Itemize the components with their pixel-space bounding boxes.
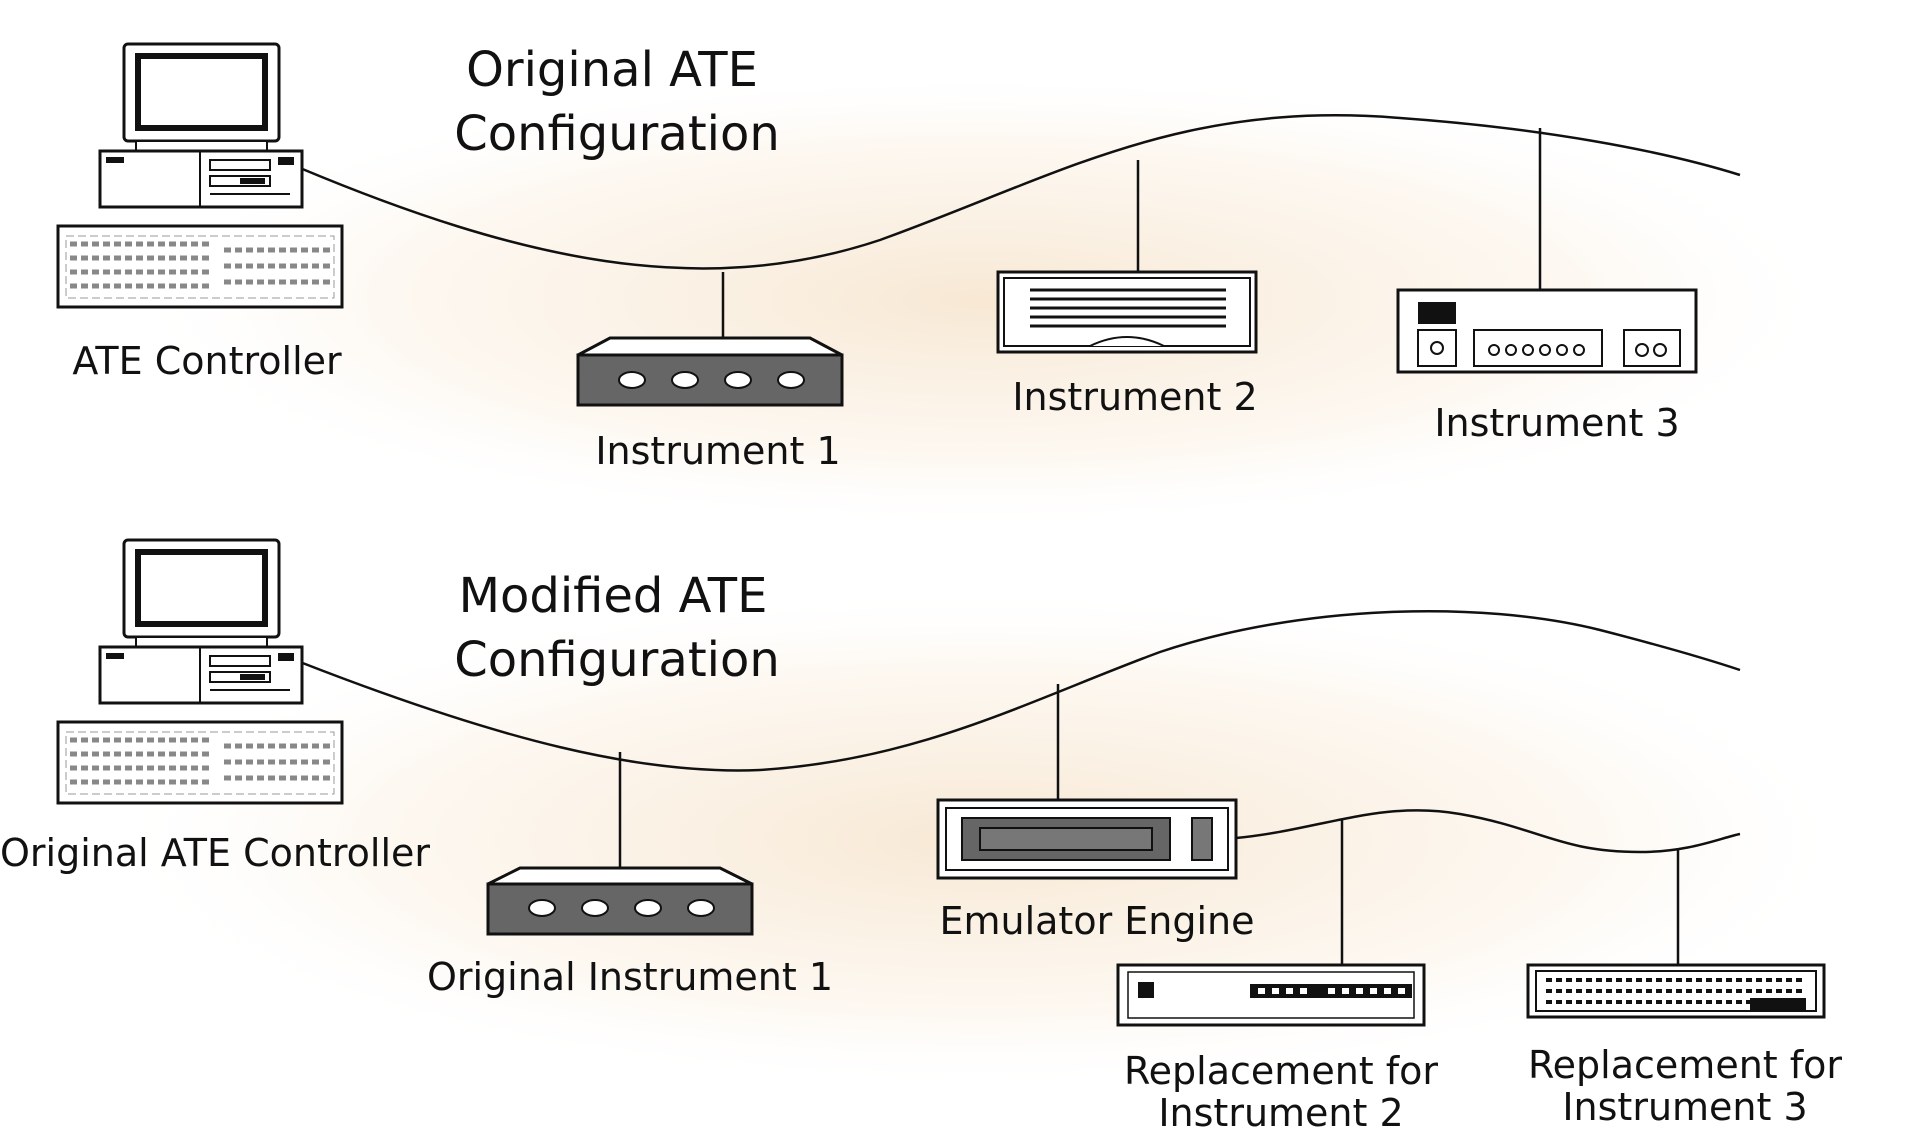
replacement3-label-line2: Instrument 3 <box>1562 1085 1807 1129</box>
emulator-cable <box>1235 809 1741 854</box>
original-instrument1-device-icon <box>486 866 754 936</box>
replacement2-label-line1: Replacement for <box>1124 1049 1438 1093</box>
emulator-engine-device-icon <box>936 798 1238 880</box>
instrument1-device-icon <box>576 336 844 407</box>
top-title-line2: Configuration <box>454 106 780 162</box>
computer-icon <box>98 42 304 209</box>
computer-icon <box>98 538 304 705</box>
bottom-title-line2: Configuration <box>454 632 780 688</box>
instrument3-device-icon <box>1396 288 1698 374</box>
emulator-engine-label: Emulator Engine <box>939 899 1254 943</box>
replacement3-device-icon <box>1526 963 1826 1019</box>
keyboard-icon <box>56 720 344 805</box>
instrument2-device-icon <box>996 270 1258 354</box>
instrument1-label: Instrument 1 <box>595 429 840 473</box>
original-ate-controller-label: Original ATE Controller <box>0 831 430 875</box>
original-instrument1-label: Original Instrument 1 <box>427 955 833 999</box>
background-glow-top <box>120 70 1840 530</box>
replacement3-label-line1: Replacement for <box>1528 1043 1842 1087</box>
bottom-network-cable <box>299 609 1741 772</box>
keyboard-icon <box>56 224 344 309</box>
replacement2-device-icon <box>1116 963 1426 1027</box>
ate-controller-label: ATE Controller <box>72 339 342 383</box>
instrument2-label: Instrument 2 <box>1012 375 1257 419</box>
replacement2-label-line2: Instrument 2 <box>1158 1091 1403 1129</box>
top-network-cable <box>299 114 1741 270</box>
instrument3-label: Instrument 3 <box>1434 401 1679 445</box>
bottom-title-line1: Modified ATE <box>459 568 768 624</box>
top-title-line1: Original ATE <box>466 42 758 98</box>
